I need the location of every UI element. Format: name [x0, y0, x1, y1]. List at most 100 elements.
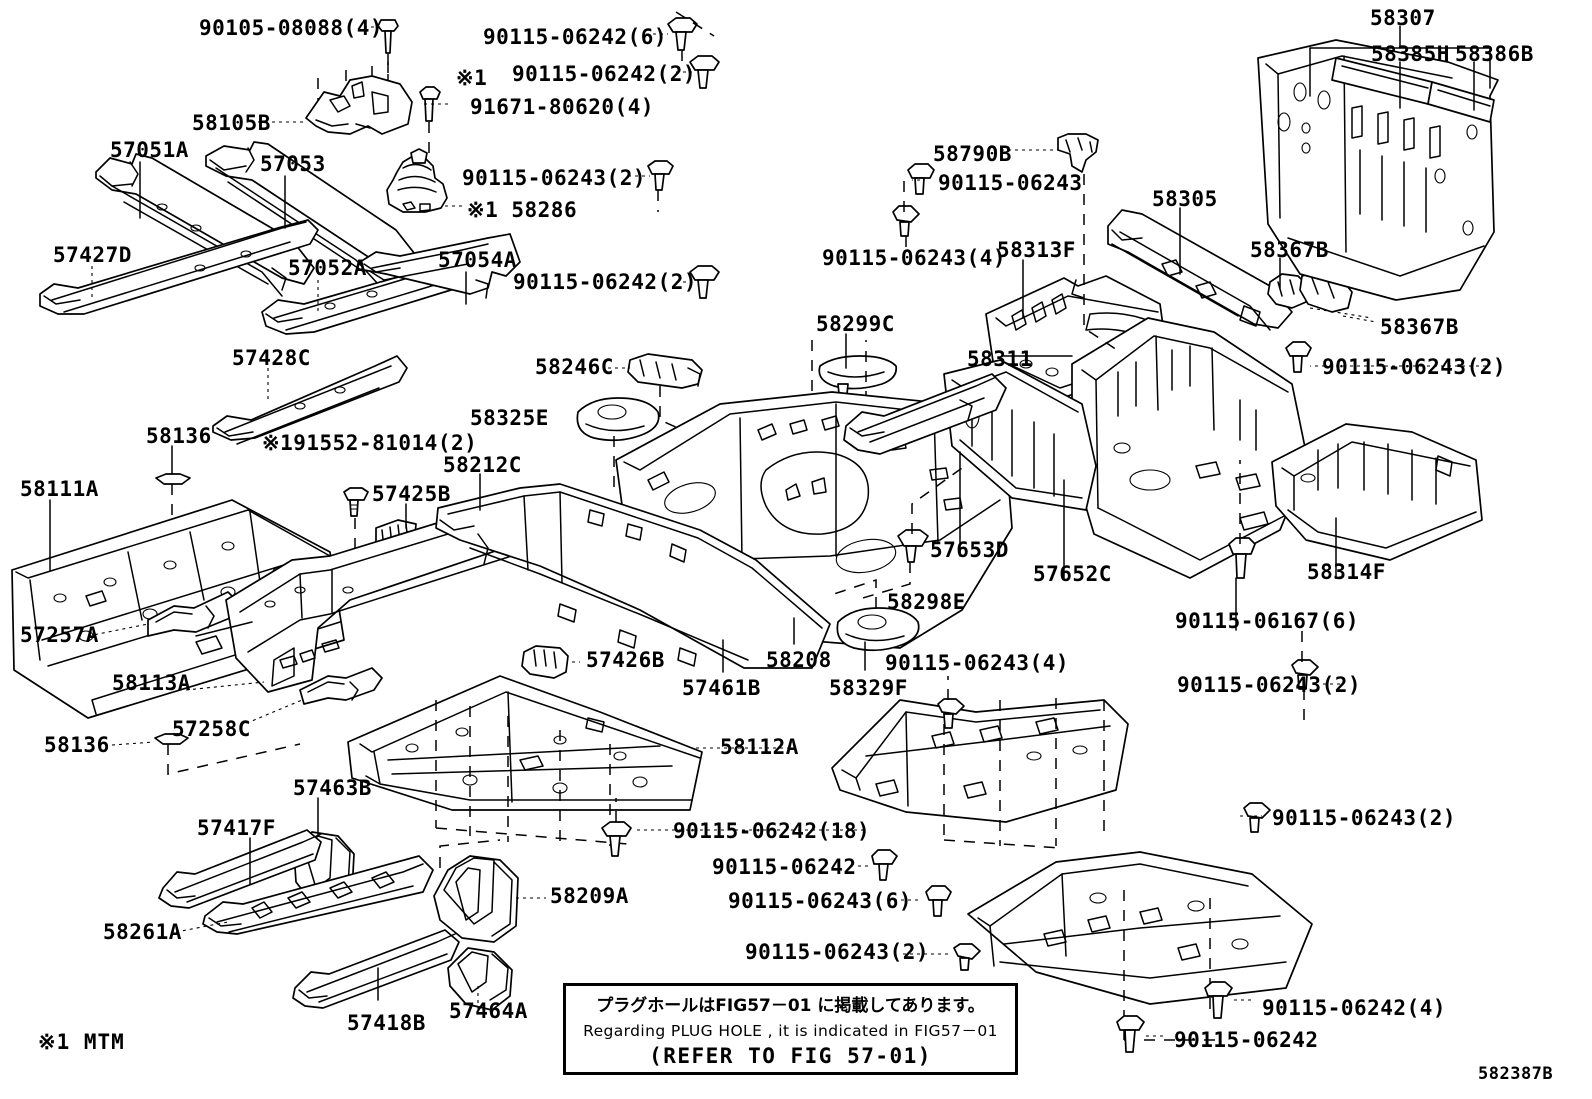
part-label-58790B[interactable]: 58790B — [933, 142, 1012, 166]
part-label-58113A[interactable]: 58113A — [112, 671, 191, 695]
part-label-57425B[interactable]: 57425B — [372, 482, 451, 506]
bolt-90115-06243-2a-icon — [647, 160, 674, 191]
part-label-58386B[interactable]: 58386B — [1455, 42, 1534, 66]
part-label-57427D[interactable]: 57427D — [53, 243, 132, 267]
part-label-90115-062422[interactable]: 90115-06242(2) — [512, 62, 697, 86]
bolt-91671-80620-icon — [419, 86, 441, 122]
part-label-90115-062432[interactable]: 90115-06243(2) — [1322, 355, 1507, 379]
part-label-57054A[interactable]: 57054A — [438, 248, 517, 272]
part-label-90115-062426[interactable]: 90115-06242(6) — [483, 25, 668, 49]
part-label-58307[interactable]: 58307 — [1370, 6, 1436, 30]
part-label-90115-062424[interactable]: 90115-06242(4) — [1262, 996, 1447, 1020]
part-label-90115-062436[interactable]: 90115-06243(6) — [728, 889, 913, 913]
part-57418B-shape — [292, 929, 460, 1009]
part-label-58367B[interactable]: 58367B — [1380, 315, 1459, 339]
part-label-58136[interactable]: 58136 — [44, 733, 110, 757]
note-line-reference: (REFER TO FIG 57-01) — [649, 1043, 932, 1068]
footnote-marker: ※1 MTM — [38, 1030, 125, 1054]
part-57652C-shape — [943, 359, 1097, 511]
part-label-58261A[interactable]: 58261A — [103, 920, 182, 944]
part-label-90115-062434[interactable]: 90115-06243(4) — [822, 246, 1007, 270]
part-label-58329F[interactable]: 58329F — [829, 676, 908, 700]
part-57463B-shape — [293, 831, 355, 907]
part-label-57652C[interactable]: 57652C — [1033, 562, 1112, 586]
part-label-57428C[interactable]: 57428C — [232, 346, 311, 370]
part-label-58246C[interactable]: 58246C — [535, 355, 614, 379]
part-58105B-shape — [305, 62, 413, 135]
part-label-57463B[interactable]: 57463B — [293, 776, 372, 800]
part-label-57052A[interactable]: 57052A — [288, 256, 367, 280]
part-58112A-shape — [347, 675, 703, 811]
bolt-91552-81014-icon — [343, 487, 369, 517]
part-label-58212C[interactable]: 58212C — [443, 453, 522, 477]
part-57426B-shape — [521, 645, 569, 679]
bolt-90115-06242-4-icon — [1204, 981, 1233, 1019]
part-label-57258C[interactable]: 57258C — [172, 717, 251, 741]
part-label-90115-062422[interactable]: 90115-06242(2) — [513, 270, 698, 294]
part-58112A-right-shape — [831, 699, 1129, 823]
part-57258C-shape — [299, 667, 383, 705]
part-57425B-shape — [375, 519, 417, 555]
part-label-58209A[interactable]: 58209A — [550, 884, 629, 908]
part-label-58313F[interactable]: 58313F — [997, 238, 1076, 262]
part-58314F-shape — [1271, 423, 1483, 561]
part-58367B-shape-a — [1267, 273, 1309, 309]
part-label-90115-06242[interactable]: 90115-06242 — [712, 855, 857, 879]
part-label-191552-810142[interactable]: ※191552-81014(2) — [262, 431, 478, 455]
part-label-158286[interactable]: ※1 58286 — [467, 198, 578, 222]
bolt-90115-06242-single-icon — [871, 849, 898, 881]
part-label-90115-062434[interactable]: 90115-06243(4) — [885, 651, 1070, 675]
bolt-90115-06167-6-icon — [1228, 537, 1256, 579]
part-label-58112A[interactable]: 58112A — [720, 735, 799, 759]
part-58311-shape — [1071, 317, 1309, 579]
part-label-90115-0624218[interactable]: 90115-06242(18) — [673, 819, 871, 843]
part-label-91671-806204[interactable]: 91671-80620(4) — [470, 95, 655, 119]
part-58286-shape — [386, 148, 448, 213]
plug-hole-note-box: プラグホールはFIG57－01 に掲載してあります。 Regarding PLU… — [563, 983, 1018, 1075]
bolt-90115-06242-6-icon — [667, 17, 698, 51]
part-floor-right-bottom-shape — [967, 851, 1313, 1005]
part-label-90115-061676[interactable]: 90115-06167(6) — [1175, 609, 1360, 633]
note-line-english: Regarding PLUG HOLE , it is indicated in… — [583, 1021, 998, 1040]
part-58136-upper-icon — [155, 473, 191, 485]
part-label-57053[interactable]: 57053 — [260, 152, 326, 176]
part-label-57653D[interactable]: 57653D — [930, 538, 1009, 562]
part-58313F-shape — [985, 275, 1169, 401]
part-label-58298E[interactable]: 58298E — [887, 590, 966, 614]
part-label-90115-06243[interactable]: 90115-06243 — [938, 171, 1083, 195]
bolt-90115-06243-top-right-icon — [907, 163, 935, 195]
part-label-58299C[interactable]: 58299C — [816, 312, 895, 336]
part-label-57257A[interactable]: 57257A — [20, 623, 99, 647]
part-label-90105-080884[interactable]: 90105-08088(4) — [199, 16, 384, 40]
part-label-58136[interactable]: 58136 — [146, 424, 212, 448]
part-label-90115-062432[interactable]: 90115-06243(2) — [1272, 806, 1457, 830]
part-label-57418B[interactable]: 57418B — [347, 1011, 426, 1035]
part-58209A-shape — [433, 855, 519, 943]
part-label-57417F[interactable]: 57417F — [197, 816, 276, 840]
part-label-90115-062432[interactable]: 90115-06243(2) — [462, 166, 647, 190]
part-label-58311[interactable]: 58311 — [967, 347, 1033, 371]
part-label-57461B[interactable]: 57461B — [682, 676, 761, 700]
part-58305-shape — [1107, 209, 1293, 331]
part-58113A-shape — [225, 499, 533, 693]
part-label-1[interactable]: ※1 — [456, 66, 488, 90]
part-label-58314F[interactable]: 58314F — [1307, 560, 1386, 584]
part-label-90115-06242[interactable]: 90115-06242 — [1174, 1028, 1319, 1052]
part-label-90115-062432[interactable]: 90115-06243(2) — [745, 940, 930, 964]
part-label-57051A[interactable]: 57051A — [110, 138, 189, 162]
part-label-58305[interactable]: 58305 — [1152, 187, 1218, 211]
part-label-58385H[interactable]: 58385H — [1371, 42, 1450, 66]
part-label-58325E[interactable]: 58325E — [470, 406, 549, 430]
part-58261A-shape — [202, 855, 434, 935]
part-label-58111A[interactable]: 58111A — [20, 477, 99, 501]
part-label-57464A[interactable]: 57464A — [449, 999, 528, 1023]
part-label-58367B[interactable]: 58367B — [1250, 238, 1329, 262]
bolt-90115-06242-last-icon — [1116, 1015, 1145, 1053]
bolt-58298E-icon — [897, 529, 929, 563]
part-label-90115-062432[interactable]: 90115-06243(2) — [1177, 673, 1362, 697]
part-label-58105B[interactable]: 58105B — [192, 111, 271, 135]
part-label-58208[interactable]: 58208 — [766, 648, 832, 672]
part-58329F-shape — [836, 607, 920, 652]
part-label-57426B[interactable]: 57426B — [586, 648, 665, 672]
